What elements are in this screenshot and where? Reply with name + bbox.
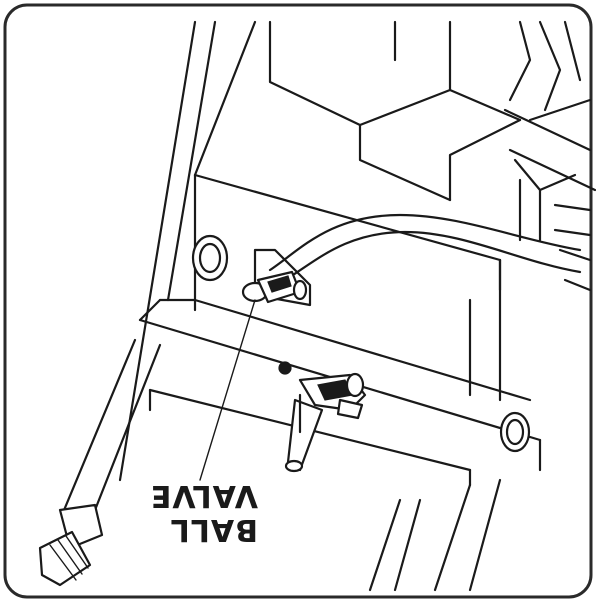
gas-line-icon bbox=[268, 213, 582, 282]
callout-line-2: VALVE bbox=[149, 478, 258, 513]
bolt-icon bbox=[499, 411, 531, 453]
bolt-icon bbox=[191, 234, 229, 282]
left-frame-leg bbox=[118, 20, 257, 482]
callout-leader bbox=[199, 299, 256, 481]
callout-line-1: BALL bbox=[169, 512, 258, 547]
fryer-body bbox=[138, 173, 542, 487]
right-lower-legs bbox=[368, 478, 502, 592]
caster-icon bbox=[38, 503, 104, 587]
ball-valve-icon bbox=[241, 270, 308, 304]
drain-handle-icon bbox=[278, 361, 367, 473]
ball-valve-callout: BALL VALVE bbox=[118, 478, 258, 547]
outer-frame bbox=[3, 3, 593, 599]
upper-box bbox=[268, 20, 522, 202]
right-pipework bbox=[498, 20, 596, 292]
